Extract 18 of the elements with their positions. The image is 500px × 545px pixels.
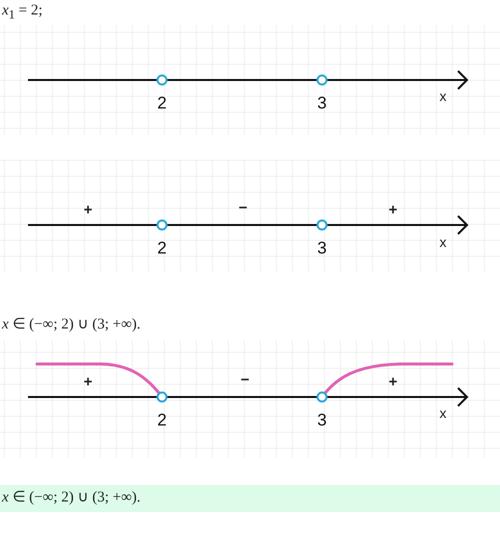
- sign-label: +: [84, 202, 92, 218]
- math-text: x ∈ (−∞; 2) ∪ (3; +∞).: [2, 318, 141, 332]
- axis-label: x: [440, 406, 446, 420]
- sign-label: +: [388, 202, 398, 218]
- axis-label: x: [440, 235, 446, 249]
- sign-label: −: [238, 200, 248, 216]
- tick-label: 2: [157, 412, 167, 428]
- axis-label: x: [440, 89, 446, 103]
- tick-label: 2: [157, 240, 167, 256]
- answer-text: x ∈ (−∞; 2) ∪ (3; +∞).: [2, 490, 141, 506]
- tick-label: 3: [317, 94, 327, 112]
- math-text: x$_{1}$ = 2;: [2, 3, 43, 21]
- tick-label: 3: [317, 240, 327, 256]
- sign-label: +: [388, 374, 398, 390]
- sign-label: +: [84, 374, 92, 390]
- tick-label: 3: [317, 412, 327, 428]
- sign-label: −: [240, 372, 250, 388]
- tick-label: 2: [157, 94, 167, 112]
